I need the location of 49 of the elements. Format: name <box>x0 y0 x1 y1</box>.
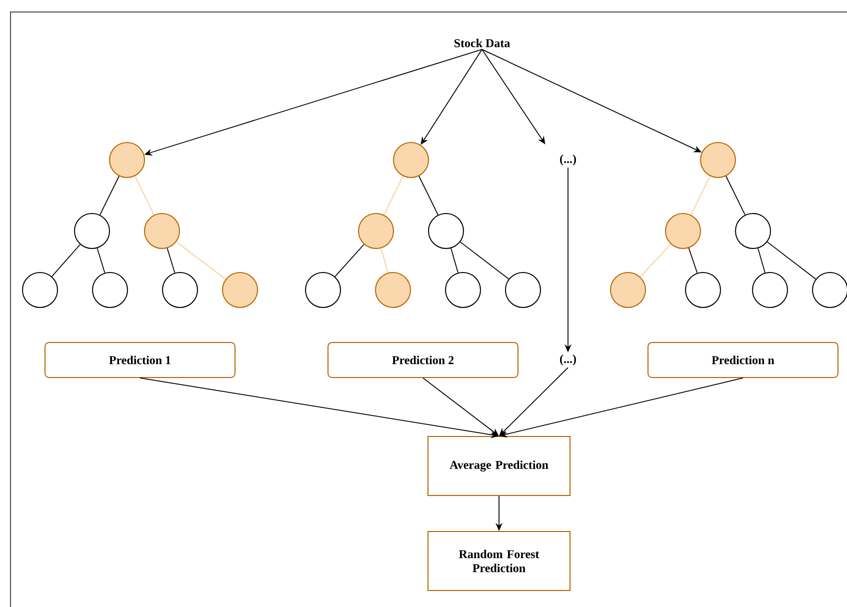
tree-branch <box>460 241 510 280</box>
tree-node <box>162 272 198 308</box>
prediction-box: Prediction 2 <box>328 342 518 378</box>
label-text: Stock Data <box>454 38 510 48</box>
arrow <box>499 367 568 436</box>
tree-branch <box>96 248 106 274</box>
tree-node <box>505 272 541 308</box>
tree-branch <box>690 176 711 216</box>
tree-node <box>685 272 721 308</box>
tree-node <box>735 213 771 249</box>
tree-branch <box>51 244 81 277</box>
tree-node <box>305 272 341 308</box>
tree-branch <box>726 176 746 216</box>
tree-node <box>665 213 701 249</box>
tree-branch <box>166 248 176 274</box>
tree-node <box>445 272 481 308</box>
tree-node <box>812 272 847 308</box>
tree-branch <box>383 176 404 216</box>
tree-node <box>222 272 258 308</box>
tree-branch <box>334 244 364 278</box>
tree-node <box>428 213 464 249</box>
label-text: (...) <box>560 354 576 366</box>
tree-node <box>752 272 788 308</box>
tree-branch <box>688 248 698 274</box>
tree-node <box>92 272 128 308</box>
tree-node <box>610 272 646 308</box>
prediction-box: Prediction 1 <box>44 342 236 378</box>
tree-node <box>700 142 736 178</box>
tree-branch <box>134 176 155 216</box>
process-box: Random Forest Prediction <box>428 530 570 591</box>
tree-node <box>144 213 180 249</box>
tree-branch <box>418 176 438 216</box>
tree-branch <box>380 248 389 273</box>
tree-node <box>375 272 411 308</box>
tree-branch <box>100 176 120 216</box>
label-text: (...) <box>560 154 576 166</box>
tree-branch <box>176 241 226 280</box>
arrow <box>422 378 499 436</box>
tree-node <box>393 142 429 178</box>
process-box: Average Prediction <box>428 436 570 496</box>
tree-branch <box>450 248 458 274</box>
tree-branch <box>758 248 766 274</box>
tree-node <box>22 272 58 308</box>
tree-branch <box>640 244 672 278</box>
prediction-box: Prediction n <box>648 342 838 378</box>
tree-node <box>109 142 145 178</box>
tree-branch <box>766 241 816 280</box>
tree-node <box>358 213 394 249</box>
tree-node <box>74 213 110 249</box>
